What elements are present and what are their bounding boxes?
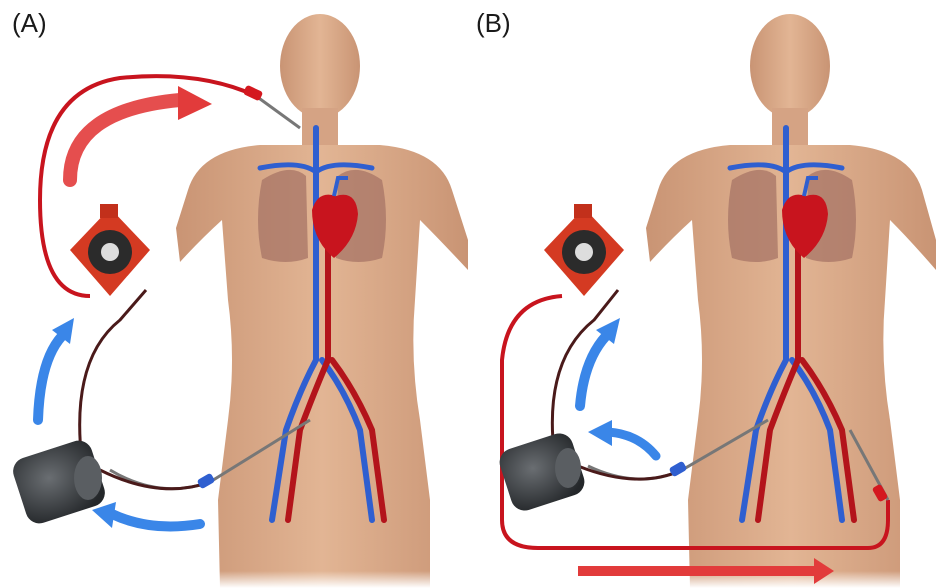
flow-arrow-icon xyxy=(575,331,611,411)
pump-to-oxygenator-line xyxy=(78,289,148,463)
cannula-icon xyxy=(197,473,215,489)
flow-arrow-icon xyxy=(578,566,818,576)
panel-a-label: (A) xyxy=(12,8,47,38)
return-cannula-line-2 xyxy=(255,94,301,130)
cannula-icon xyxy=(243,85,263,101)
oxygenator-icon xyxy=(70,204,150,296)
flow-arrow-icon xyxy=(107,509,205,532)
heart-icon xyxy=(782,194,828,258)
panel-a-illustration xyxy=(13,14,468,588)
heart-icon xyxy=(312,194,358,258)
panel-b-label: (B) xyxy=(476,8,511,38)
flow-arrow-icon xyxy=(63,93,187,187)
panel-b: (B) xyxy=(468,0,936,588)
blood-vessels xyxy=(727,125,857,523)
flow-arrow-icon xyxy=(603,427,661,461)
oxygenator-icon xyxy=(544,204,624,296)
blood-vessels xyxy=(257,125,387,523)
return-cannula-line xyxy=(37,74,257,298)
cannula-icon xyxy=(669,461,687,477)
return-cannula-line xyxy=(500,294,890,550)
pump-icon xyxy=(499,433,585,511)
flow-arrow-icon xyxy=(33,331,67,425)
panel-b-illustration xyxy=(499,14,936,588)
human-body xyxy=(618,14,936,588)
cannula-icon xyxy=(872,484,888,502)
pump-icon xyxy=(13,440,105,524)
panel-a: (A) xyxy=(12,8,468,588)
pump-to-oxygenator-line xyxy=(550,289,620,453)
